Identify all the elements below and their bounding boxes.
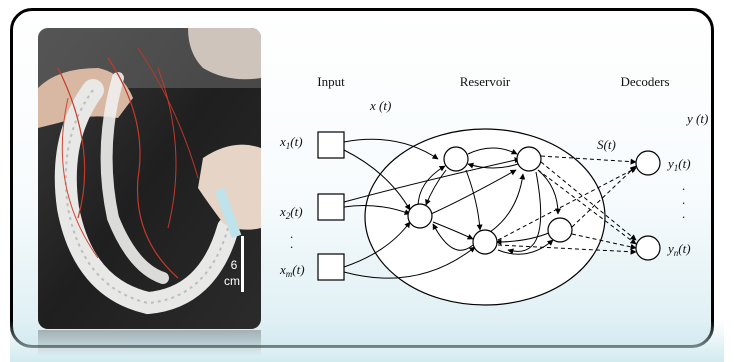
reservoir-boundary [364, 128, 606, 306]
decoder-node-1 [635, 150, 661, 176]
label-y1: y1(t) [666, 156, 691, 173]
scale-unit: cm [224, 274, 240, 288]
label-s-t: S(t) [597, 137, 616, 152]
photo-reflection [38, 330, 261, 356]
label-y-t: y (t) [685, 111, 708, 126]
soft-robot-photo: 6 cm [38, 28, 261, 329]
ellipsis-dot: . [290, 236, 293, 251]
reservoir-diagram: Input Reservoir Decoders x (t) S(t) y (t… [279, 74, 708, 306]
reservoir-node [407, 203, 433, 229]
ellipsis-dot: . [682, 192, 685, 207]
label-x1: x1(t) [279, 134, 303, 151]
label-x-t: x (t) [369, 98, 391, 113]
label-xm: xm(t) [279, 262, 305, 279]
decoder-node-n [635, 235, 661, 261]
header-decoders: Decoders [620, 74, 669, 89]
reservoir-node [516, 146, 542, 172]
readout-connections [497, 155, 637, 255]
ellipsis-dot: . [290, 226, 293, 241]
label-x2: x2(t) [279, 204, 303, 221]
input-node-2 [317, 193, 345, 221]
reservoir-node [443, 146, 469, 172]
input-node-1 [317, 131, 345, 159]
ellipsis-dot: . [682, 178, 685, 193]
reservoir-node [547, 217, 573, 243]
scale-value: 6 [231, 258, 238, 272]
reservoir-connections [417, 147, 561, 255]
input-connections [343, 138, 521, 279]
ellipsis-dot: . [682, 206, 685, 221]
header-reservoir: Reservoir [460, 74, 511, 89]
reservoir-node [472, 229, 498, 255]
label-yn: yn(t) [666, 241, 691, 258]
input-node-m [317, 253, 345, 281]
header-input: Input [317, 74, 345, 89]
